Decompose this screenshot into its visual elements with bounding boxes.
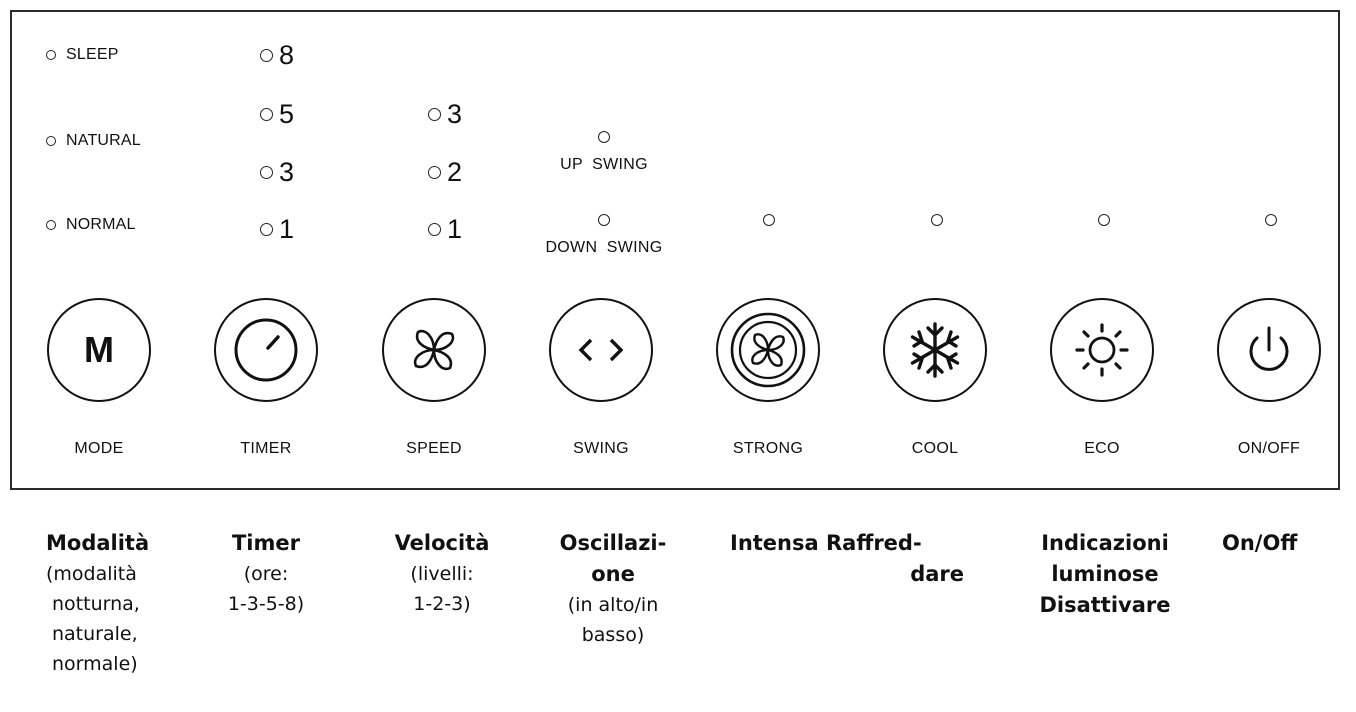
- caption-eco: Indicazioni luminose Disattivare: [1030, 528, 1180, 621]
- swing-button[interactable]: [549, 298, 653, 402]
- caption-swing: Oscillazi- one (in alto/in basso): [538, 528, 688, 650]
- strong-label: STRONG: [732, 440, 804, 457]
- fan-strong-icon: [730, 312, 806, 388]
- caption-eco-title: luminose: [1051, 562, 1159, 586]
- led-dot: [428, 223, 441, 236]
- caption-strong-cool: Intensa Raffred- dare: [730, 528, 970, 590]
- swing-label: SWING: [573, 440, 629, 457]
- led-label-sleep: SLEEP: [66, 46, 119, 63]
- strong-button[interactable]: [716, 298, 820, 402]
- mode-label: MODE: [74, 440, 124, 457]
- snowflake-icon: [910, 322, 960, 378]
- led-label-speed-3: 3: [447, 99, 463, 129]
- led-label-normal: NORMAL: [66, 216, 136, 233]
- caption-mode-title: Modalità: [46, 531, 150, 555]
- caption-strong-cool-line: dare: [910, 562, 964, 586]
- timer-button[interactable]: [214, 298, 318, 402]
- caption-swing-line: (in alto/in: [567, 594, 659, 616]
- led-down-swing: DOWN SWING: [514, 213, 694, 257]
- speed-label: SPEED: [406, 440, 462, 457]
- led-dot: [260, 223, 273, 236]
- eco-label: ECO: [1084, 440, 1120, 457]
- led-dot: [428, 166, 441, 179]
- led-natural: NATURAL: [46, 132, 141, 150]
- led-label-speed-2: 2: [447, 157, 463, 187]
- sun-icon: [1075, 323, 1129, 377]
- caption-timer-line: (ore:: [243, 563, 289, 585]
- cool-button[interactable]: [883, 298, 987, 402]
- caption-timer-line: 1-3-5-8): [227, 593, 305, 615]
- caption-timer: Timer (ore: 1-3-5-8): [196, 528, 336, 619]
- caption-eco-title: Disattivare: [1039, 593, 1171, 617]
- led-dot: [46, 50, 56, 60]
- led-dot: [260, 108, 273, 121]
- caption-speed-line: (livelli:: [410, 563, 474, 585]
- led-timer-1: 1: [260, 214, 294, 245]
- led-dot: [46, 136, 56, 146]
- led-speed-3: 3: [428, 99, 462, 130]
- led-timer-8: 8: [260, 40, 294, 71]
- caption-speed-line: 1-2-3): [413, 593, 471, 615]
- timer-dial-icon: [234, 318, 298, 382]
- led-dot: [46, 220, 56, 230]
- eco-button[interactable]: [1050, 298, 1154, 402]
- caption-strong-cool-line: Intensa Raffred-: [730, 531, 922, 555]
- caption-onoff: On/Off: [1222, 528, 1332, 559]
- led-normal: NORMAL: [46, 216, 136, 234]
- led-cool: [931, 214, 943, 226]
- led-label-down-swing: DOWN SWING: [545, 239, 663, 256]
- led-label-speed-1: 1: [447, 214, 463, 244]
- led-speed-1: 1: [428, 214, 462, 245]
- led-dot: [260, 49, 273, 62]
- cool-label: COOL: [911, 440, 959, 457]
- control-panel: [10, 10, 1340, 490]
- led-sleep: SLEEP: [46, 46, 119, 64]
- led-timer-5: 5: [260, 99, 294, 130]
- led-label-timer-8: 8: [279, 40, 295, 70]
- speed-button[interactable]: [382, 298, 486, 402]
- caption-speed-title: Velocità: [394, 531, 490, 555]
- power-icon: [1249, 326, 1289, 371]
- caption-mode-line: notturna,: [52, 593, 140, 615]
- caption-mode-line: normale): [52, 653, 138, 675]
- caption-swing-line: basso): [581, 624, 645, 646]
- caption-swing-title: one: [591, 562, 635, 586]
- led-label-natural: NATURAL: [66, 132, 141, 149]
- mode-m-icon: M: [84, 329, 114, 370]
- caption-mode-line: naturale,: [52, 623, 138, 645]
- timer-label: TIMER: [240, 440, 292, 457]
- caption-eco-title: Indicazioni: [1041, 531, 1169, 555]
- caption-swing-title: Oscillazi-: [559, 531, 667, 555]
- caption-mode: Modalità (modalità notturna, naturale, n…: [46, 528, 186, 679]
- led-dot: [428, 108, 441, 121]
- power-button[interactable]: [1217, 298, 1321, 402]
- led-eco: [1098, 214, 1110, 226]
- led-up-swing: UP SWING: [514, 130, 694, 174]
- caption-timer-title: Timer: [231, 531, 300, 555]
- led-label-timer-3: 3: [279, 157, 295, 187]
- led-dot: [598, 214, 610, 226]
- fan-icon: [413, 329, 455, 371]
- onoff-label: ON/OFF: [1237, 440, 1301, 457]
- led-onoff: [1265, 214, 1277, 226]
- led-dot: [260, 166, 273, 179]
- led-timer-3: 3: [260, 157, 294, 188]
- led-label-up-swing: UP SWING: [560, 156, 648, 173]
- led-label-timer-1: 1: [279, 214, 295, 244]
- caption-speed: Velocità (livelli: 1-2-3): [372, 528, 512, 619]
- led-dot: [598, 131, 610, 143]
- led-strong: [763, 214, 775, 226]
- caption-mode-line: (modalità: [46, 563, 137, 585]
- caption-onoff-title: On/Off: [1222, 531, 1298, 555]
- swing-arrows-icon: [578, 338, 624, 362]
- mode-button[interactable]: M: [47, 298, 151, 402]
- led-speed-2: 2: [428, 157, 462, 188]
- led-label-timer-5: 5: [279, 99, 295, 129]
